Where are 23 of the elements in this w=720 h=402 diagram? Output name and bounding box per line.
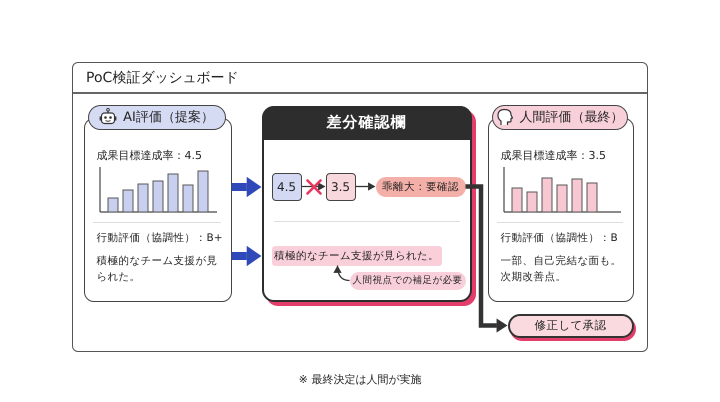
rating-label: 行動評価（協調性）：B+ [96, 230, 223, 244]
value-box: 4.5 [272, 172, 302, 200]
footnote: ※ 最終決定は人間が実施 [298, 372, 422, 387]
highlighted-comment: 積極的なチーム支援が見られた。 [272, 246, 442, 266]
arrow [334, 265, 350, 282]
note-tag: 人間視点での補足が必要 [350, 272, 466, 290]
dashboard-title: PoC検証ダッシュボード [86, 69, 238, 87]
panel-title: 人間評価（最終） [520, 109, 624, 126]
panel-title: AI評価（提案） [123, 109, 214, 126]
arrow [356, 182, 376, 191]
comment-text: 積極的なチーム支援が見られた。 [96, 254, 218, 285]
value-box: 3.5 [326, 172, 356, 200]
arrow [302, 182, 326, 191]
metric-label: 成果目標達成率：3.5 [500, 148, 606, 162]
metric-label: 成果目標達成率：4.5 [96, 148, 202, 162]
arrow [232, 176, 262, 198]
arrow [232, 246, 262, 266]
arrow [466, 184, 508, 333]
dashboard-frame [72, 62, 648, 352]
status-tag: 乖離大：要確認 [376, 176, 466, 196]
panel-header: 差分確認欄 [262, 106, 472, 140]
rating-label: 行動評価（協調性）：B [500, 230, 618, 244]
comment-text: 一部、自己完結な面も。次期改善点。 [500, 254, 622, 285]
